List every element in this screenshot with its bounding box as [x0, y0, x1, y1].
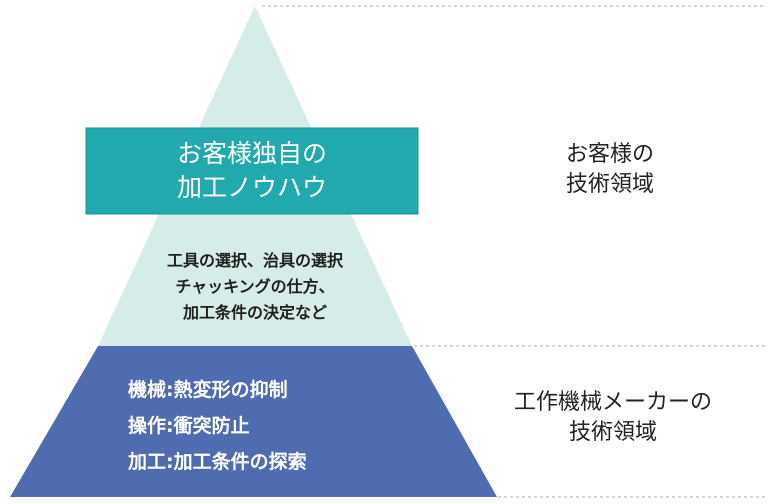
maker-label-line: 技術領域 — [568, 420, 657, 445]
top-box-text: お客様独自の 加工ノウハウ — [86, 130, 418, 212]
middle-line: 加工条件の決定など — [182, 303, 327, 322]
top-box-line: お客様独自の — [176, 139, 327, 168]
customer-label-line: お客様の — [565, 142, 654, 167]
middle-section-text: 工具の選択、治具の選択 チャッキングの仕方、 加工条件の決定など — [110, 248, 400, 326]
base-section-text: 機械:熱変形の抑制 操作:衝突防止 加工:加工条件の探索 — [128, 372, 307, 480]
customer-label-line: 技術領域 — [565, 172, 654, 197]
base-line: 操作:衝突防止 — [128, 415, 250, 437]
middle-line: 工具の選択、治具の選択 — [166, 251, 343, 270]
maker-label-line: 工作機械メーカーの — [513, 390, 712, 415]
maker-domain-label: 工作機械メーカーの 技術領域 — [468, 388, 758, 448]
base-line: 加工:加工条件の探索 — [128, 451, 307, 473]
top-box-line: 加工ノウハウ — [176, 173, 327, 202]
base-line: 機械:熱変形の抑制 — [128, 379, 288, 401]
customer-knowhow-box — [85, 127, 419, 215]
middle-line: チャッキングの仕方、 — [175, 277, 335, 296]
pyramid-base-section — [10, 346, 497, 497]
customer-domain-label: お客様の 技術領域 — [520, 140, 700, 200]
